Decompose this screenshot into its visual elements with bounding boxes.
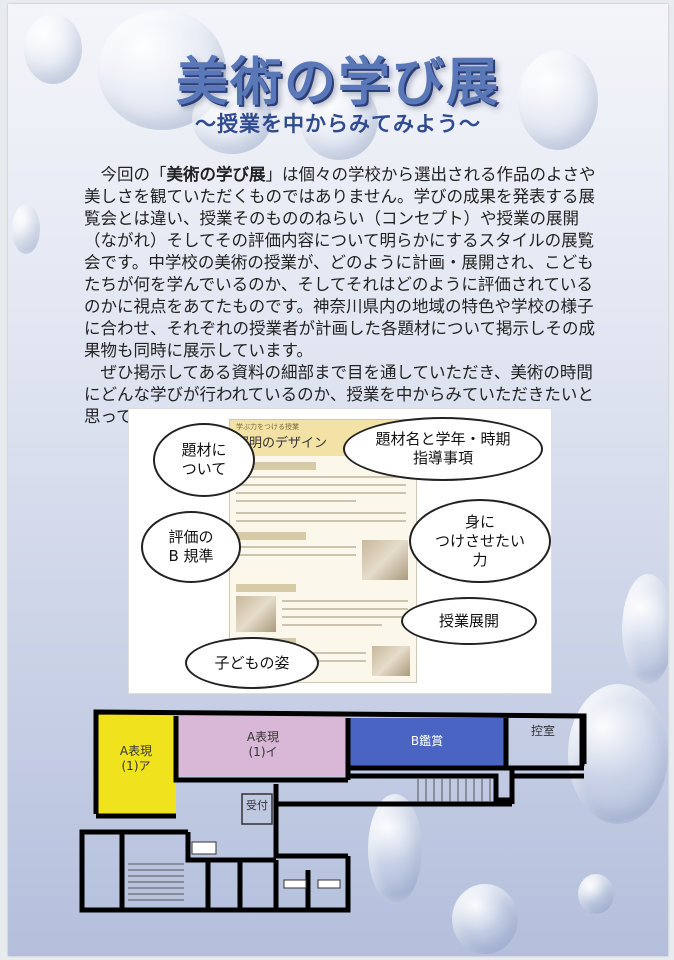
sheet-text-line: [236, 500, 356, 502]
exhibition-poster: 美術の学び展 ～授業を中からみてみよう～ 今回の「美術の学び展」は個々の学校から…: [8, 4, 668, 956]
lesson-sheet-caption: 学ぶ力をつける授業: [236, 423, 299, 431]
lesson-sheet: 学ぶ力をつける授業 照明のデザイン: [229, 419, 417, 683]
sheet-section-bar: [236, 462, 316, 470]
stairs-lower: [128, 863, 184, 901]
sheet-text-line: [282, 624, 382, 626]
sample-sheet-illustration: 学ぶ力をつける授業 照明のデザイン 題材に ついて: [128, 408, 552, 694]
poster-subtitle: ～授業を中からみてみよう～: [195, 112, 481, 136]
callout-students: 子どもの姿: [185, 637, 319, 689]
sheet-photo: [372, 646, 410, 676]
water-drop: [12, 204, 40, 254]
callout-theme: 題材に ついて: [153, 423, 255, 497]
callout-title-grade: 題材名と学年・時期 指導事項: [343, 417, 543, 481]
stairs-upper: [417, 778, 491, 802]
water-drop: [24, 14, 82, 84]
intro-text-bold: 美術の学び展: [166, 165, 266, 184]
water-drop: [192, 84, 272, 154]
intro-paragraph-1: 今回の「美術の学び展」は個々の学校から選出される作品のよさや美しさを観ていただく…: [84, 164, 604, 362]
sheet-photo: [362, 540, 408, 580]
water-drop: [622, 574, 668, 684]
water-drop: [300, 80, 378, 160]
sheet-text-line: [236, 492, 406, 494]
sheet-text-line: [236, 484, 406, 486]
room-a2-label: A表現(1)イ: [228, 730, 298, 760]
water-drop: [578, 874, 614, 914]
water-drop: [568, 684, 668, 824]
room-a1-line2: (1)ア: [121, 759, 151, 773]
callout-criteria: 評価の B 規準: [141, 511, 241, 583]
room-a2-line2: (1)イ: [248, 745, 278, 759]
sheet-text-line: [236, 546, 356, 548]
sheet-text-line: [282, 608, 408, 610]
sheet-text-line: [282, 600, 408, 602]
sheet-text-line: [282, 616, 408, 618]
restroom-icon: [317, 879, 341, 889]
intro-text: 今回の「美術の学び展」は個々の学校から選出される作品のよさや美しさを観ていただく…: [84, 164, 604, 428]
sheet-section-bar: [236, 532, 306, 540]
callout-lesson-flow: 授業展開: [401, 597, 537, 645]
sheet-text-line: [236, 554, 356, 556]
water-drop: [368, 794, 422, 904]
lesson-sheet-name: 照明のデザイン: [236, 436, 328, 451]
sheet-text-line: [236, 476, 406, 478]
restroom-icon: [191, 841, 217, 855]
waiting-room-label: 控室: [530, 724, 555, 738]
sheet-section-bar: [236, 584, 296, 592]
water-drop: [452, 884, 518, 954]
sheet-text-line: [236, 512, 406, 514]
room-b-label: B鑑賞: [410, 734, 444, 748]
floor-map-walls: [79, 709, 587, 913]
intro-paragraph-2: ぜひ掲示してある資料の細部まで目を通していただき、美術の時間にどんな学びが行われ…: [84, 363, 594, 426]
sheet-text-line: [236, 520, 406, 522]
restroom-icon: [283, 879, 307, 889]
intro-text-pre: 今回の「: [100, 165, 167, 184]
water-drop: [518, 50, 598, 150]
room-a2-line1: A表現: [246, 730, 280, 744]
poster-title: 美術の学び展: [175, 53, 500, 113]
reception-label: 受付: [246, 799, 268, 812]
intro-text-post: 」は個々の学校から選出される作品のよさや美しさを観ていただくものではありません。…: [84, 165, 596, 360]
room-a1-label: A表現(1)ア: [104, 744, 168, 774]
room-a1-line1: A表現: [119, 744, 153, 758]
callout-abilities: 身に つけさせたい 力: [409, 499, 551, 583]
sheet-photo: [236, 596, 276, 632]
